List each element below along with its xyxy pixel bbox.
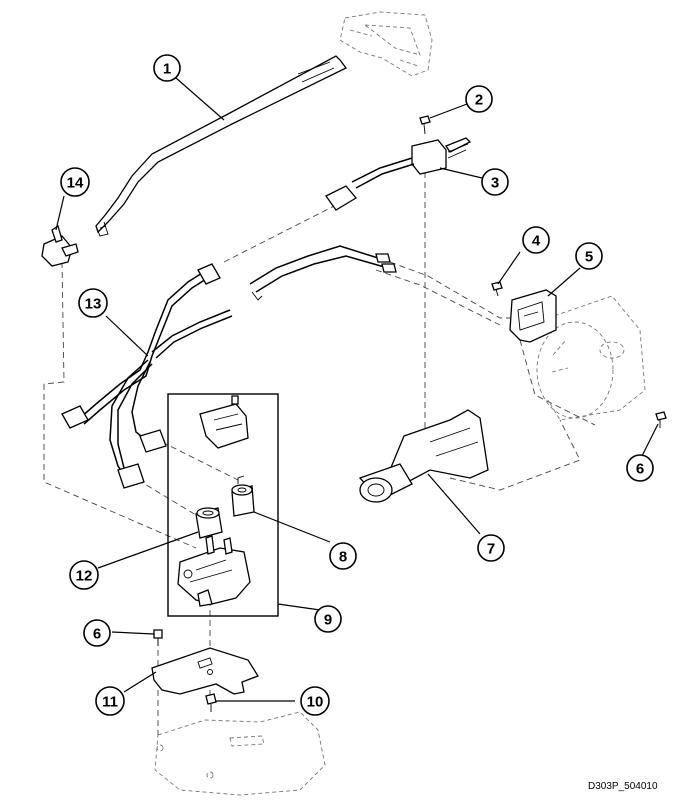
callout-6-right: 6 (626, 454, 654, 482)
pressure-switch-part-3 (325, 137, 472, 211)
callout-12: 12 (69, 560, 99, 590)
svg-text:1: 1 (163, 61, 171, 78)
callout-14: 14 (60, 167, 90, 197)
screw-part-6-left (153, 629, 163, 646)
svg-text:14: 14 (67, 175, 84, 192)
bracket-part-5 (509, 289, 557, 343)
dispenser-part-7 (358, 409, 489, 503)
assembly-guide-lines (43, 152, 596, 735)
svg-text:13: 13 (85, 296, 102, 313)
coil-part-8 (231, 475, 255, 517)
svg-text:8: 8 (339, 549, 347, 566)
diagram-reference-code: D303P_504010 (588, 781, 658, 792)
phantom-drum-housing (536, 295, 646, 421)
phantom-top-bracket (339, 11, 433, 77)
callout-2: 2 (465, 85, 493, 113)
callout-8: 8 (329, 542, 357, 570)
coil-part-12 (195, 507, 223, 539)
screw-part-4 (491, 281, 503, 297)
callout-10: 10 (300, 686, 330, 716)
svg-text:6: 6 (636, 461, 644, 478)
svg-text:11: 11 (102, 694, 118, 711)
screw-part-6-right (655, 411, 667, 428)
callout-9: 9 (314, 605, 342, 633)
callout-6-left: 6 (83, 619, 111, 647)
callout-7: 7 (477, 534, 505, 562)
mounting-plate-part-11 (151, 647, 259, 695)
svg-text:4: 4 (532, 233, 541, 250)
svg-text:10: 10 (307, 694, 324, 711)
valve-bracket (199, 395, 249, 449)
valve-part-14 (41, 224, 79, 267)
svg-text:7: 7 (487, 541, 495, 558)
callout-13: 13 (78, 288, 108, 318)
wire-harness-part-13 (61, 245, 397, 489)
svg-text:3: 3 (491, 175, 499, 192)
callout-5: 5 (575, 242, 603, 270)
valve-assembly-box-part-9 (167, 393, 279, 617)
svg-text:2: 2 (475, 92, 483, 109)
screw-part-2 (419, 115, 431, 135)
valve-body (177, 535, 251, 607)
callout-3: 3 (481, 168, 509, 196)
screw-part-10 (205, 693, 217, 712)
svg-text:9: 9 (324, 612, 332, 629)
fill-tube (95, 55, 347, 237)
callout-1: 1 (153, 54, 181, 82)
callout-11: 11 (95, 686, 125, 716)
svg-text:6: 6 (93, 626, 101, 643)
svg-text:12: 12 (76, 568, 93, 585)
svg-text:5: 5 (585, 249, 593, 266)
callout-4: 4 (522, 226, 550, 254)
phantom-base-plate (154, 711, 326, 796)
